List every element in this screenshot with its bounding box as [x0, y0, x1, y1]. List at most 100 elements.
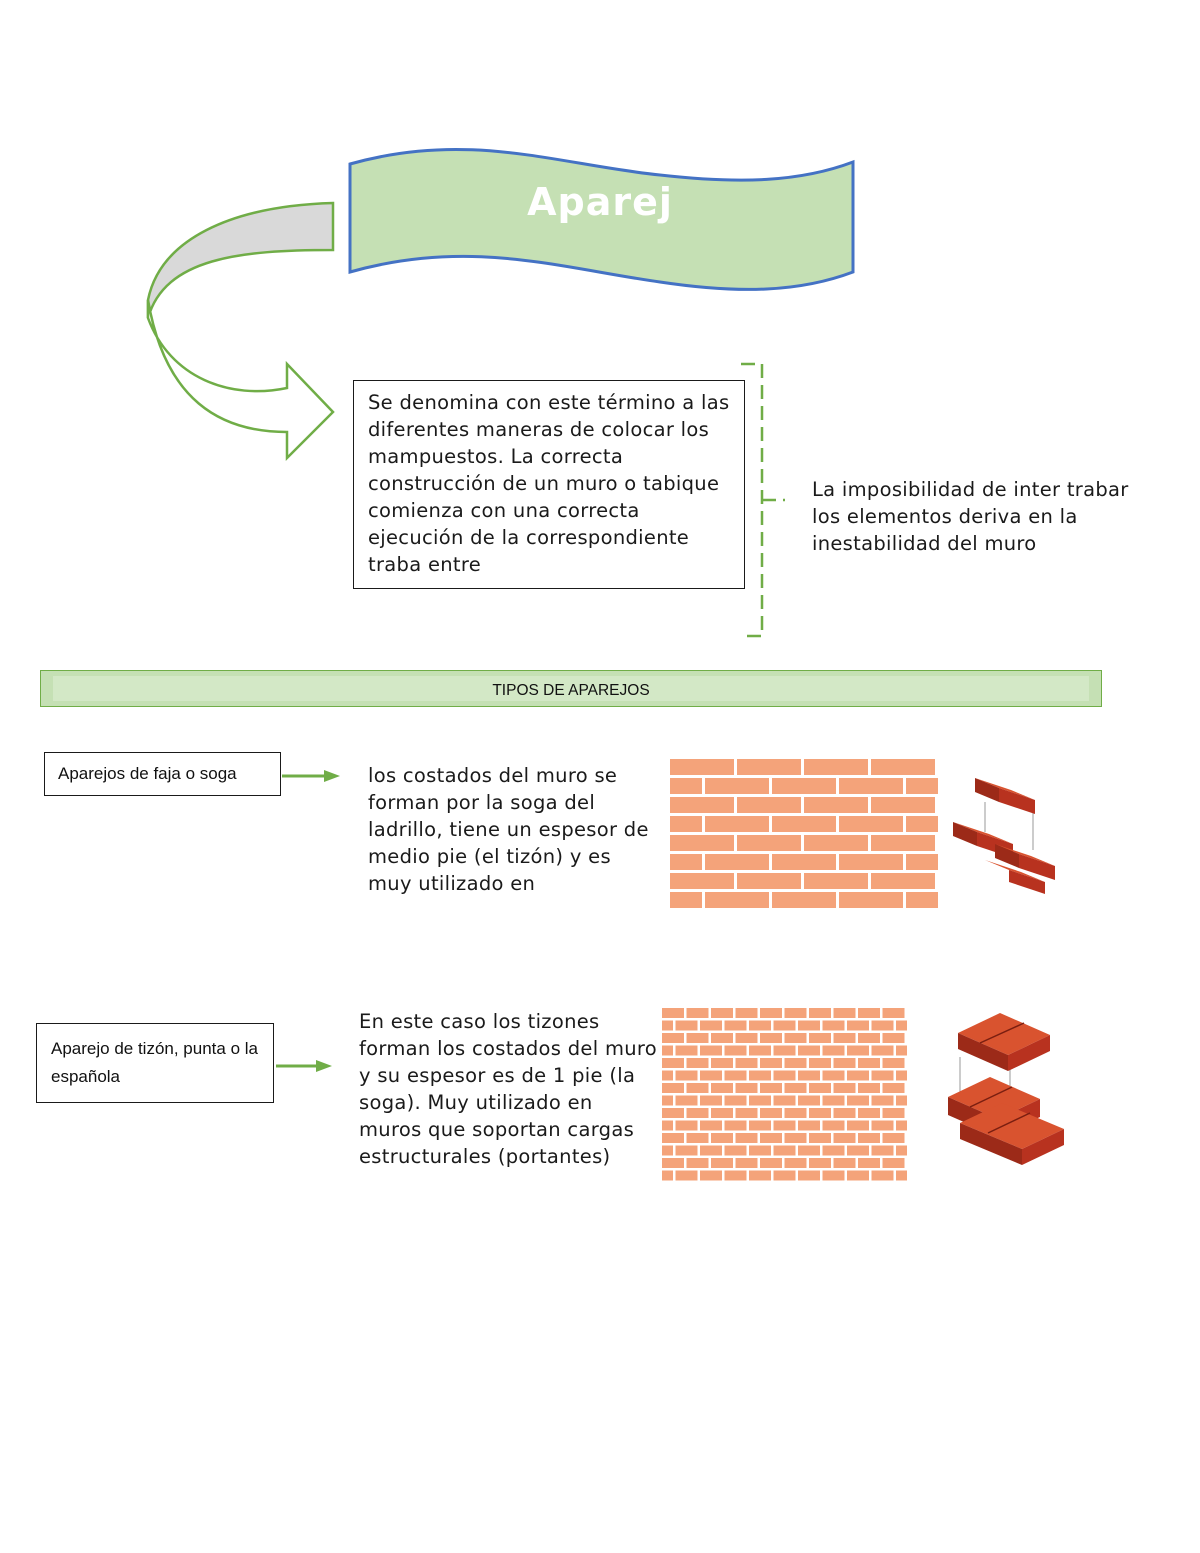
brick	[749, 1020, 771, 1031]
brick	[773, 1170, 796, 1181]
brick	[798, 1120, 820, 1131]
brick	[662, 1045, 673, 1056]
type-description: En este caso los tizones forman los cost…	[359, 1010, 658, 1168]
banner-shape	[348, 148, 855, 291]
brick	[735, 1108, 758, 1118]
brick	[700, 1070, 722, 1081]
brick	[737, 835, 801, 851]
brick	[711, 1058, 733, 1068]
side-note: La imposibilidad de inter trabar los ele…	[812, 478, 1129, 555]
brick	[735, 1083, 758, 1093]
brick	[882, 1083, 905, 1093]
brick	[700, 1170, 722, 1181]
brick	[839, 816, 903, 832]
brick	[871, 1145, 894, 1156]
definition-text: Se denomina con este término a las difer…	[368, 391, 730, 576]
brick	[675, 1170, 698, 1181]
brick	[737, 797, 801, 813]
brick	[896, 1020, 907, 1031]
brick	[809, 1158, 831, 1168]
brick	[833, 1133, 856, 1143]
brick	[700, 1045, 722, 1056]
brick	[809, 1058, 831, 1068]
brick	[735, 1058, 758, 1068]
brick	[822, 1120, 845, 1131]
brick	[871, 759, 935, 775]
brick	[772, 892, 836, 908]
banner-title: Aparej	[527, 180, 673, 224]
brick	[724, 1020, 747, 1031]
brick	[882, 1133, 905, 1143]
brick	[871, 1045, 894, 1056]
brick	[809, 1008, 831, 1018]
brick	[871, 797, 935, 813]
brick	[675, 1070, 698, 1081]
brick	[662, 1120, 673, 1131]
brick	[705, 816, 769, 832]
brick	[882, 1108, 905, 1118]
type-description: los costados del muro se forman por la s…	[368, 764, 649, 895]
brick	[711, 1108, 733, 1118]
brick	[705, 892, 769, 908]
brick	[700, 1120, 722, 1131]
brick	[896, 1045, 907, 1056]
brick	[784, 1158, 807, 1168]
brick	[686, 1033, 709, 1043]
brick	[809, 1108, 831, 1118]
brick	[749, 1170, 771, 1181]
brick	[847, 1170, 869, 1181]
brick	[833, 1108, 856, 1118]
brick	[724, 1095, 747, 1106]
brick	[662, 1158, 684, 1168]
brick	[784, 1108, 807, 1118]
brick	[809, 1133, 831, 1143]
brick	[858, 1108, 880, 1118]
brick	[833, 1033, 856, 1043]
brick	[822, 1020, 845, 1031]
brick	[871, 1020, 894, 1031]
brick	[847, 1145, 869, 1156]
brick	[675, 1020, 698, 1031]
brick	[662, 1170, 673, 1181]
brick	[798, 1095, 820, 1106]
brick	[847, 1095, 869, 1106]
brick	[760, 1133, 782, 1143]
brick	[760, 1158, 782, 1168]
brick	[760, 1008, 782, 1018]
brick	[773, 1020, 796, 1031]
section-bar-inner	[53, 676, 1089, 701]
brick	[711, 1008, 733, 1018]
brick	[839, 854, 903, 870]
brick	[822, 1145, 845, 1156]
brick	[711, 1033, 733, 1043]
brick	[700, 1145, 722, 1156]
brick	[871, 1070, 894, 1081]
brick	[662, 1058, 684, 1068]
brick	[858, 1058, 880, 1068]
brick	[670, 816, 702, 832]
brick	[670, 873, 734, 889]
brick	[760, 1083, 782, 1093]
type-label: Aparejo de tizón, punta o la española	[51, 1039, 258, 1086]
brick	[724, 1120, 747, 1131]
type-label: Aparejos de faja o soga	[58, 764, 237, 783]
brick	[662, 1070, 673, 1081]
brick	[784, 1008, 807, 1018]
header-bond-wall-image	[662, 1008, 907, 1181]
brick	[662, 1008, 684, 1018]
brick	[675, 1120, 698, 1131]
brick	[784, 1083, 807, 1093]
brick-3d-image	[953, 778, 1055, 894]
brick	[773, 1095, 796, 1106]
brick	[798, 1045, 820, 1056]
brick	[906, 854, 938, 870]
brick	[833, 1083, 856, 1093]
brick-3d-image	[948, 1013, 1064, 1165]
brick	[724, 1070, 747, 1081]
brick	[737, 873, 801, 889]
brick	[670, 797, 734, 813]
brick	[809, 1033, 831, 1043]
